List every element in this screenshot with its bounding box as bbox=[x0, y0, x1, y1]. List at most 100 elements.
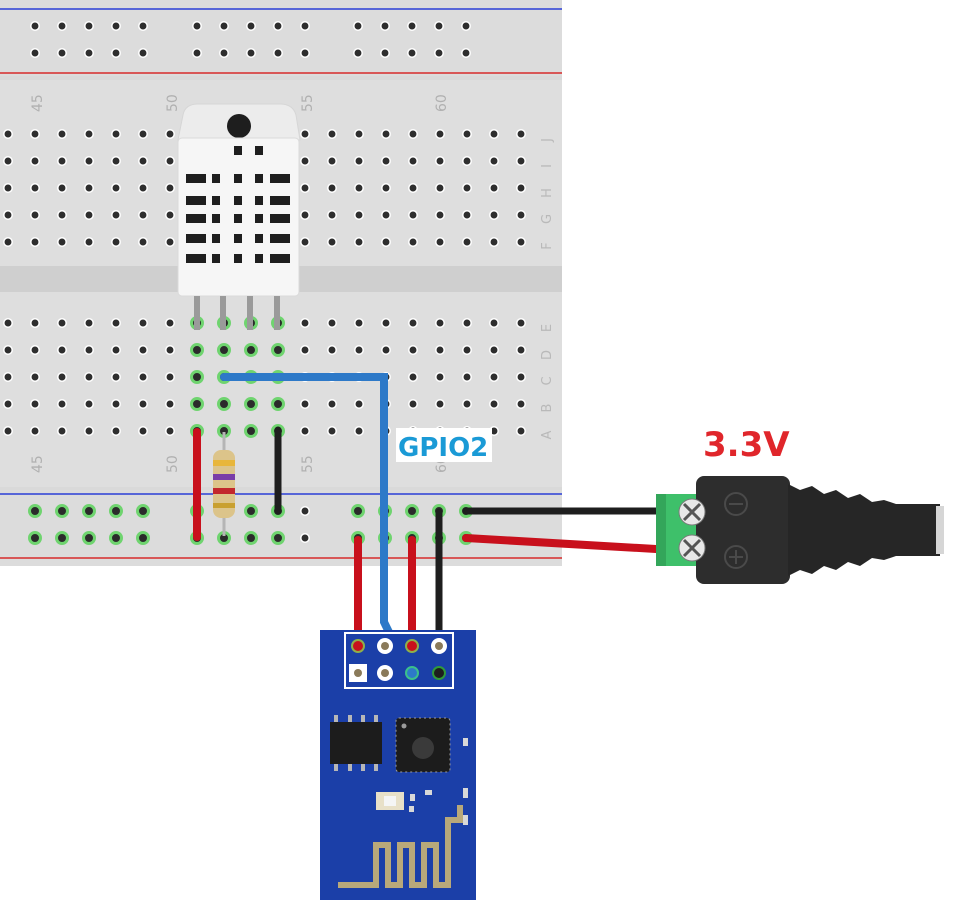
breadboard-hole bbox=[407, 48, 417, 58]
breadboard-hole bbox=[408, 183, 418, 193]
breadboard-hole bbox=[462, 210, 472, 220]
breadboard-hole bbox=[381, 318, 391, 328]
breadboard-hole bbox=[246, 48, 256, 58]
breadboard-hole bbox=[30, 399, 40, 409]
row-letter: A bbox=[540, 430, 555, 439]
breadboard-hole bbox=[111, 48, 121, 58]
breadboard-hole bbox=[55, 531, 69, 545]
breadboard-hole bbox=[516, 345, 526, 355]
breadboard-hole bbox=[3, 183, 13, 193]
breadboard-hole bbox=[435, 210, 445, 220]
breadboard-hole bbox=[84, 345, 94, 355]
breadboard-hole bbox=[84, 399, 94, 409]
breadboard-hole bbox=[354, 156, 364, 166]
breadboard-hole bbox=[219, 21, 229, 31]
breadboard-hole bbox=[138, 156, 148, 166]
row-letter: F bbox=[540, 242, 555, 249]
breadboard-hole bbox=[381, 345, 391, 355]
breadboard-hole bbox=[351, 504, 365, 518]
breadboard-hole bbox=[136, 504, 150, 518]
breadboard-hole bbox=[435, 318, 445, 328]
breadboard-hole bbox=[192, 21, 202, 31]
breadboard-hole bbox=[138, 210, 148, 220]
row-letter: C bbox=[540, 376, 555, 385]
breadboard-hole bbox=[327, 399, 337, 409]
breadboard-hole bbox=[111, 426, 121, 436]
breadboard-hole bbox=[57, 21, 67, 31]
breadboard-hole bbox=[111, 318, 121, 328]
breadboard-hole bbox=[30, 345, 40, 355]
breadboard-hole bbox=[354, 426, 364, 436]
column-number: 45 bbox=[30, 455, 46, 473]
breadboard-hole bbox=[462, 399, 472, 409]
breadboard-hole bbox=[57, 426, 67, 436]
breadboard-hole bbox=[300, 21, 310, 31]
breadboard-hole bbox=[165, 399, 175, 409]
dht22-sensor bbox=[177, 103, 301, 330]
breadboard-hole bbox=[489, 156, 499, 166]
breadboard-hole bbox=[57, 210, 67, 220]
breadboard-hole bbox=[138, 345, 148, 355]
column-numbers-top: 45 50 55 60 bbox=[30, 94, 450, 112]
breadboard-hole bbox=[462, 129, 472, 139]
breadboard-hole bbox=[57, 129, 67, 139]
terminal-screw bbox=[678, 498, 706, 526]
breadboard-hole bbox=[273, 48, 283, 58]
breadboard-hole bbox=[489, 372, 499, 382]
breadboard-hole bbox=[435, 345, 445, 355]
row-letter: G bbox=[540, 214, 555, 224]
breadboard-hole bbox=[435, 129, 445, 139]
terminal-screw bbox=[678, 534, 706, 562]
breadboard-hole bbox=[489, 210, 499, 220]
breadboard-hole bbox=[217, 343, 231, 357]
breadboard-hole bbox=[138, 372, 148, 382]
pcb-antenna bbox=[338, 805, 463, 888]
sensor-grille bbox=[186, 146, 290, 263]
breadboard-hole bbox=[354, 318, 364, 328]
breadboard-hole bbox=[516, 210, 526, 220]
breadboard-hole bbox=[408, 345, 418, 355]
breadboard-hole bbox=[327, 156, 337, 166]
breadboard-hole bbox=[138, 129, 148, 139]
breadboard-hole bbox=[111, 129, 121, 139]
breadboard-hole bbox=[111, 399, 121, 409]
breadboard-hole bbox=[57, 345, 67, 355]
breadboard-hole bbox=[300, 318, 310, 328]
breadboard-hole bbox=[516, 129, 526, 139]
gpio-label-text: GPIO2 bbox=[398, 433, 488, 463]
breadboard-hole bbox=[516, 399, 526, 409]
breadboard-hole bbox=[57, 237, 67, 247]
breadboard-hole bbox=[354, 129, 364, 139]
breadboard-hole bbox=[462, 183, 472, 193]
minus-icon bbox=[724, 492, 748, 516]
breadboard-hole bbox=[354, 183, 364, 193]
breadboard-hole bbox=[28, 504, 42, 518]
breadboard-hole bbox=[489, 345, 499, 355]
breadboard-hole bbox=[109, 531, 123, 545]
smd-components bbox=[376, 738, 468, 825]
breadboard-hole bbox=[30, 372, 40, 382]
breadboard-hole bbox=[408, 399, 418, 409]
breadboard-hole bbox=[138, 183, 148, 193]
breadboard-hole bbox=[190, 343, 204, 357]
sensor-pins bbox=[194, 296, 280, 330]
breadboard-hole bbox=[461, 21, 471, 31]
breadboard-hole bbox=[408, 237, 418, 247]
breadboard-hole bbox=[300, 345, 310, 355]
breadboard-hole bbox=[3, 399, 13, 409]
breadboard-hole bbox=[84, 156, 94, 166]
esp8266-chip bbox=[395, 717, 451, 773]
breadboard-hole bbox=[327, 129, 337, 139]
column-number: 55 bbox=[300, 94, 316, 112]
breadboard-hole bbox=[165, 318, 175, 328]
breadboard-hole bbox=[435, 399, 445, 409]
breadboard-hole bbox=[111, 21, 121, 31]
breadboard-wires bbox=[193, 373, 660, 679]
breadboard-hole bbox=[327, 210, 337, 220]
breadboard-hole bbox=[57, 156, 67, 166]
breadboard-hole bbox=[327, 345, 337, 355]
breadboard-hole bbox=[489, 399, 499, 409]
breadboard-hole bbox=[84, 237, 94, 247]
breadboard-hole bbox=[30, 318, 40, 328]
mounting-hole bbox=[227, 114, 251, 138]
